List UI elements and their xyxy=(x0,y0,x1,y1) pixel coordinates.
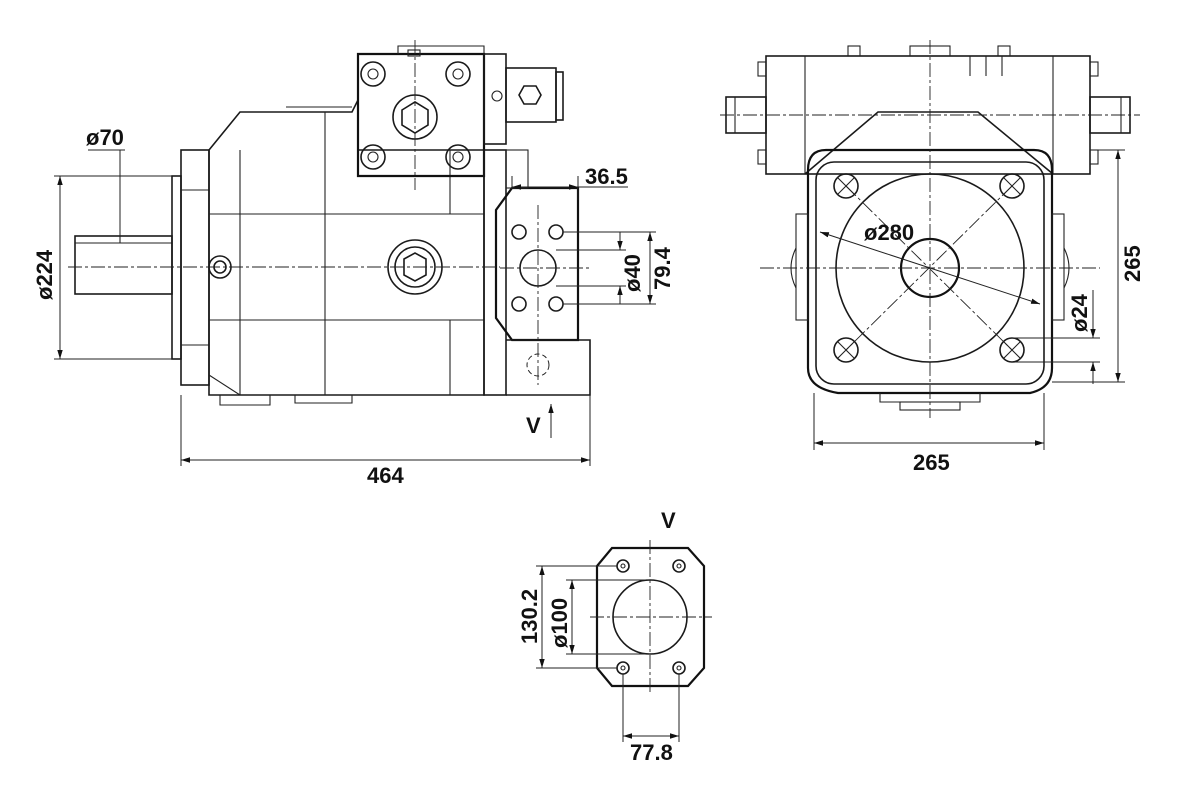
side-view: ø70 ø224 464 36.5 ø40 79.4 V xyxy=(32,40,675,488)
label-mount-hole: ø24 xyxy=(1067,293,1092,332)
label-port-bolt-vertical: 130.2 xyxy=(517,589,542,644)
label-port-bolt-spacing: 79.4 xyxy=(650,246,675,290)
label-port-offset: 36.5 xyxy=(585,164,628,189)
front-top-housing xyxy=(725,45,1131,175)
label-port-view-title: V xyxy=(661,508,676,533)
label-port-bore-v: ø100 xyxy=(547,598,572,648)
dim-port-offset xyxy=(511,176,628,200)
drive-shaft xyxy=(74,235,173,295)
dim-front-height xyxy=(1052,149,1125,383)
port-view: V 130.2 ø100 77.8 xyxy=(517,508,712,765)
pump-housing xyxy=(208,99,485,406)
label-pilot-diameter: ø280 xyxy=(864,220,914,245)
dim-port-vertical xyxy=(536,565,617,669)
label-port-bolt-horizontal: 77.8 xyxy=(630,740,673,765)
mounting-flange xyxy=(171,149,210,386)
dim-port-bore-v xyxy=(566,579,650,655)
label-front-width: 265 xyxy=(913,450,950,475)
dim-shaft-diameter xyxy=(88,149,125,236)
label-overall-length: 464 xyxy=(367,463,404,488)
dim-overall-length xyxy=(180,395,591,466)
dim-mount-hole xyxy=(1012,290,1100,384)
label-view-marker: V xyxy=(526,413,541,438)
dim-flange-diameter xyxy=(54,175,172,360)
label-front-height: 265 xyxy=(1120,245,1145,282)
dim-port-bore xyxy=(556,232,626,304)
dim-front-width xyxy=(813,393,1045,450)
dim-port-bolt-spacing xyxy=(563,231,656,305)
control-block xyxy=(356,45,564,178)
label-shaft-diameter: ø70 xyxy=(86,125,124,150)
dim-port-horizontal xyxy=(622,674,680,742)
label-flange-diameter: ø224 xyxy=(32,249,57,300)
label-port-bore: ø40 xyxy=(620,254,645,292)
front-view: ø280 ø24 265 265 xyxy=(720,40,1145,475)
